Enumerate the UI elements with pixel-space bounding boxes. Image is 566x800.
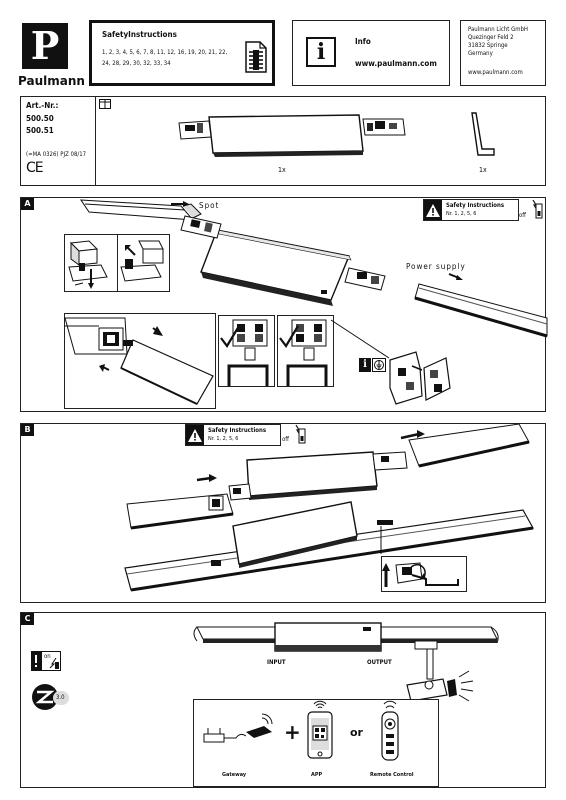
on-label: on	[44, 653, 51, 660]
remote-control-label: Remote Control	[370, 772, 414, 778]
info-icon: i	[359, 358, 371, 372]
section-c-tag: C	[21, 613, 34, 625]
track-assembly-illustration	[124, 423, 534, 592]
earth-symbol-icon	[372, 358, 386, 372]
article-box: Art.-Nr.: 500.50 500.51 (=MA 0326) PJZ 0…	[20, 96, 546, 186]
zigbee-logo	[32, 684, 58, 710]
hex-key-icon	[471, 112, 495, 156]
warning-icon	[426, 203, 440, 217]
endcap-removal-detail	[64, 234, 170, 292]
section-b-tag: B	[21, 424, 34, 436]
app-label: APP	[311, 772, 323, 778]
safety-warning-b: Safety Instructions Nr. 1, 2, 5, 6	[185, 424, 281, 446]
key-lock-detail	[381, 556, 467, 592]
article-code: (=MA 0326) PJZ 08/17	[26, 151, 87, 158]
input-label: INPUT	[267, 659, 286, 666]
brand-name: Paulmann	[18, 74, 85, 88]
safety-instructions-box: SafetyInstructions 1, 2, 3, 4, 5, 6, 7, …	[89, 20, 275, 86]
contact-orientation-2	[279, 319, 328, 386]
orientation-check-2	[277, 315, 334, 387]
package-icon	[99, 99, 111, 109]
article-number-2: 500.51	[26, 126, 54, 135]
warning-pages-b: Nr. 1, 2, 5, 6	[208, 436, 239, 442]
warning-title-a: Safety Instructions	[446, 202, 505, 209]
address-box: Paulmann Licht GmbH Quezinger Feld 2 318…	[460, 20, 546, 86]
spotlight-illustration	[406, 640, 474, 702]
track-rail-power-supply	[414, 283, 548, 338]
remote-control-illustration	[381, 700, 399, 761]
smartphone-app-illustration	[307, 711, 333, 759]
switch-on-icon	[49, 657, 59, 669]
spot-label: Spot	[199, 201, 220, 210]
safety-title: SafetyInstructions	[102, 30, 177, 39]
endcap-step-1	[68, 240, 108, 289]
section-a-tag: A	[21, 198, 34, 210]
section-b: B Safety Instructions Nr. 1, 2, 5, 6 off	[20, 423, 546, 603]
warning-title-b: Safety Instructions	[208, 427, 267, 434]
section-c: C on 3.0 INPUT OUTPUT	[20, 612, 546, 788]
off-label-a: off	[519, 212, 527, 219]
track-insertion-illustration	[64, 317, 214, 405]
arrow-icon	[448, 273, 463, 280]
orientation-check-1	[218, 315, 275, 387]
article-number-1: 500.50	[26, 114, 54, 123]
safety-warning-a: Safety Instructions Nr. 1, 2, 5, 6	[423, 199, 519, 221]
safety-pages-line2: 24, 28, 29, 30, 32, 33, 34	[102, 60, 171, 67]
track-insertion-detail	[64, 313, 216, 409]
plus-sign: +	[284, 720, 301, 744]
gateway-illustration	[203, 713, 273, 743]
track-adapter-a	[180, 215, 386, 306]
zigbee-version: 3.0	[56, 694, 65, 701]
zigbee-version-badge	[53, 691, 69, 705]
ce-mark: CE	[26, 160, 44, 176]
address-line4: Germany	[468, 50, 493, 57]
warning-pages-a: Nr. 1, 2, 5, 6	[446, 211, 477, 217]
info-box: i Info www.paulmann.com	[292, 20, 450, 86]
paulmann-logo: P	[22, 23, 68, 69]
logo-letter: P	[30, 23, 60, 68]
document-icon	[245, 41, 267, 73]
connector-line	[433, 713, 437, 733]
section-a: A Spot Safety Instructions Nr. 1, 2, 5, …	[20, 197, 548, 412]
endcap-step-2	[120, 240, 164, 282]
warning-icon	[31, 651, 41, 671]
power-on-indicator: on	[41, 651, 61, 671]
wifi-icon	[313, 700, 327, 709]
control-options-box: + or Gateway APP Remote Control	[193, 699, 439, 787]
address-line3: 31832 Springe	[468, 42, 508, 49]
info-icon: i	[306, 37, 336, 67]
warning-icon	[188, 428, 202, 442]
track-adapter-illustration	[178, 114, 406, 157]
article-label: Art.-Nr.:	[26, 101, 59, 110]
arrow-icon	[171, 201, 189, 207]
safety-pages-line1: 1, 2, 3, 4, 5, 6, 7, 8, 11, 12, 16, 19, …	[102, 49, 228, 56]
info-title: Info	[355, 37, 371, 46]
contact-orientation-1	[220, 319, 269, 386]
address-line1: Paulmann Licht GmbH	[468, 26, 528, 33]
output-label: OUTPUT	[367, 659, 392, 666]
info-url[interactable]: www.paulmann.com	[355, 59, 437, 68]
pointer-line	[330, 319, 390, 359]
power-supply-label: Power supply	[406, 262, 466, 271]
power-switch-icon	[295, 424, 306, 444]
adapter-quantity: 1x	[278, 166, 286, 174]
off-label-b: off	[282, 436, 290, 443]
key-quantity: 1x	[479, 166, 487, 174]
earth-contact-illustration	[389, 351, 451, 405]
gateway-label: Gateway	[222, 772, 247, 778]
address-line2: Quezinger Feld 2	[468, 34, 514, 41]
hex-key-locking-illustration	[382, 562, 459, 587]
power-switch-icon	[532, 199, 543, 219]
address-url[interactable]: www.paulmann.com	[468, 69, 523, 76]
or-label: or	[350, 726, 363, 739]
